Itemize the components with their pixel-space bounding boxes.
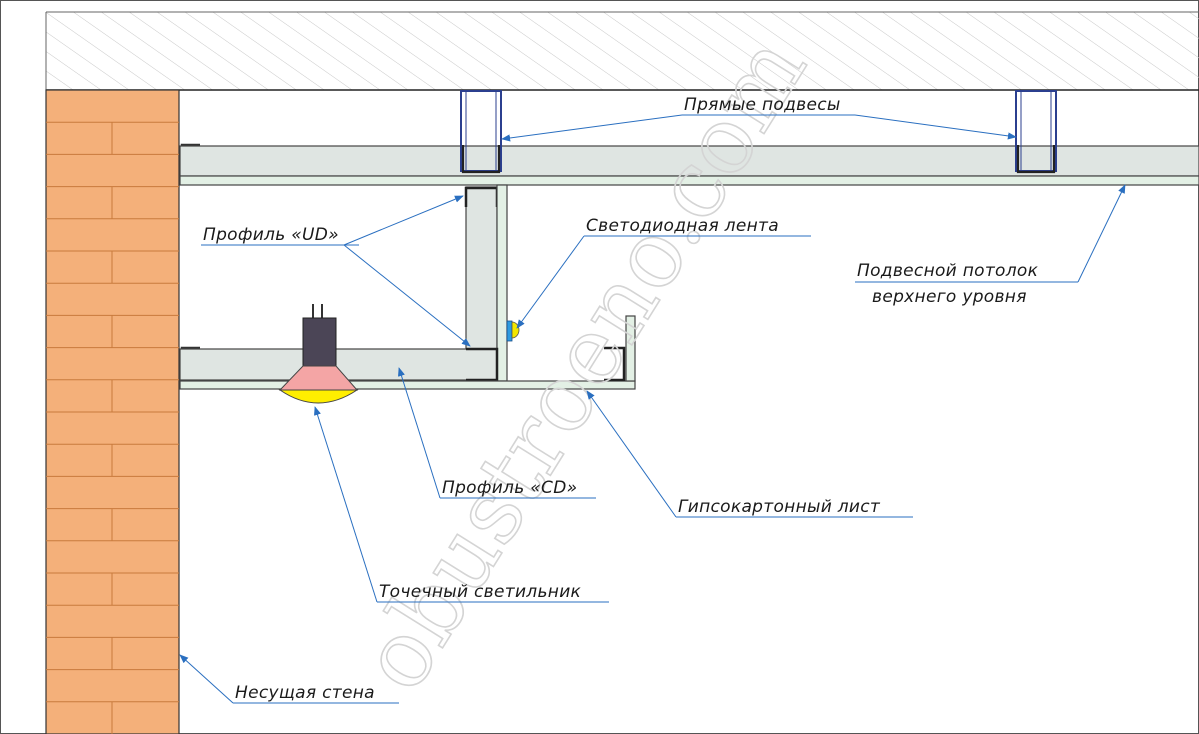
- label-wall: Несущая стена: [235, 683, 375, 703]
- label-profile-ud: Профиль «UD»: [203, 225, 339, 245]
- leader-lines: [179, 114, 1126, 704]
- lower-drywall-sheet: [179, 380, 636, 390]
- label-led-strip: Светодиодная лента: [586, 216, 779, 236]
- label-spotlight: Точечный светильник: [379, 582, 582, 602]
- drywall-upturned-edge: [625, 315, 636, 382]
- label-ceiling-line1: Подвесной потолок: [857, 261, 1039, 281]
- vertical-cd-profile: [465, 186, 498, 350]
- label-drywall: Гипсокартонный лист: [678, 497, 881, 517]
- label-hangers: Прямые подвесы: [684, 95, 841, 115]
- lower-profile-end: [466, 347, 499, 382]
- vertical-drywall-sheet: [496, 184, 508, 382]
- upper-drywall-sheet: [179, 175, 1199, 186]
- label-underlines: [201, 114, 1078, 704]
- label-ceiling-line2: верхнего уровня: [872, 287, 1027, 307]
- label-profile-cd: Профиль «CD»: [442, 478, 577, 498]
- concrete-slab: [45, 11, 1199, 91]
- direct-hanger-right: [1015, 90, 1057, 174]
- edge-profile: [604, 346, 626, 382]
- direct-hanger-left: [460, 90, 502, 174]
- load-bearing-wall: [45, 89, 180, 734]
- spotlight: [278, 304, 359, 404]
